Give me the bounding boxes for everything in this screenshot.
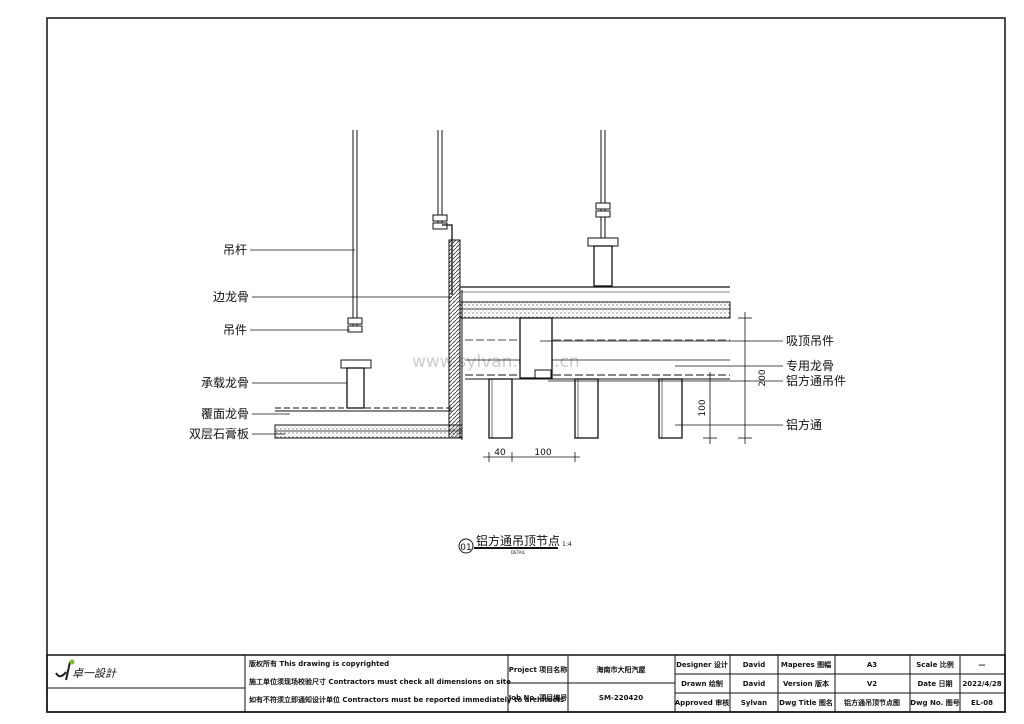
- suction-hanger: [519, 317, 553, 379]
- watermark: www.sylvan.com.cn: [412, 352, 580, 372]
- label-suction-hanger: 吸顶吊件: [786, 334, 834, 348]
- copyright-line-2: 施工单位须现场校验尺寸 Contractors must check all d…: [249, 677, 511, 686]
- label-gypsum-board: 双层石膏板: [189, 426, 249, 441]
- dwg-title-value: 铝方通吊顶节点图: [844, 698, 900, 707]
- detail-subtitle: DETAIL: [511, 550, 526, 555]
- label-edge-keel: 边龙骨: [213, 290, 249, 304]
- hanger-fittings: [340, 202, 619, 369]
- dwg-no-label: Dwg No. 图号: [910, 698, 960, 707]
- date-value: 2022/4/28: [962, 680, 1001, 688]
- logo-icon: [55, 661, 71, 681]
- detail-number-circle: [458, 538, 474, 554]
- dwg-no-value: EL-08: [971, 699, 993, 707]
- edge-wall: [448, 239, 461, 439]
- dim-200: 200: [758, 369, 768, 386]
- job-value: SM-220420: [599, 694, 643, 702]
- scale-value: —: [979, 661, 986, 669]
- project-label: Project 项目名称: [509, 665, 567, 674]
- label-hanger: 吊件: [223, 323, 247, 337]
- dimension-lines: [483, 312, 752, 462]
- scale-label: Scale 比例: [916, 660, 954, 669]
- designer-value: David: [743, 661, 766, 669]
- detail-title: 铝方通吊顶节点: [476, 533, 560, 548]
- leader-lines-right: [540, 340, 783, 426]
- label-carrying-keel: 承载龙骨: [201, 376, 249, 390]
- job-label: Job No. 项目编号: [508, 693, 568, 702]
- date-label: Date 日期: [917, 679, 952, 688]
- hanger-rods: [352, 130, 606, 330]
- dim-100-vertical: 100: [698, 399, 708, 416]
- drawn-value: David: [743, 680, 766, 688]
- label-special-keel: 专用龙骨: [786, 358, 834, 373]
- title-block: [46, 654, 1006, 713]
- designer-label: Designer 设计: [676, 660, 728, 669]
- leader-lines-left: [250, 249, 452, 435]
- copyright-line-1: 版权所有 This drawing is copyrighted: [249, 659, 389, 668]
- approved-label: Approved 审核: [675, 698, 729, 707]
- label-tube-hanger: 铝方通吊件: [786, 373, 846, 388]
- gypsum-board-right: [459, 301, 731, 319]
- logo-dot-icon: [69, 659, 75, 665]
- copyright-line-3: 如有不符须立即通知设计单位 Contractors must be report…: [249, 695, 564, 704]
- approved-value: Sylvan: [741, 699, 767, 707]
- logo-text: 卓一設計: [72, 667, 117, 680]
- dwg-title-label: Dwg Title 图名: [779, 698, 833, 707]
- dim-40: 40: [494, 448, 506, 458]
- version-value: V2: [867, 680, 877, 688]
- size-value: A3: [867, 661, 877, 669]
- version-label: Version 版本: [783, 679, 829, 688]
- label-hanger-rod: 吊杆: [223, 243, 247, 257]
- label-covering-keel: 覆面龙骨: [201, 407, 249, 421]
- aluminum-tubes: [488, 378, 683, 439]
- size-label: Maperes 图幅: [781, 660, 831, 669]
- project-value: 海南市大阳汽屋: [597, 665, 646, 674]
- detail-scale: 1:4: [562, 541, 572, 548]
- detail-number: 01: [460, 543, 471, 553]
- label-aluminum-tube: 铝方通: [786, 417, 822, 432]
- drawn-label: Drawn 绘制: [681, 679, 723, 688]
- gypsum-board-left: [274, 424, 463, 439]
- dim-100-horizontal: 100: [534, 448, 551, 458]
